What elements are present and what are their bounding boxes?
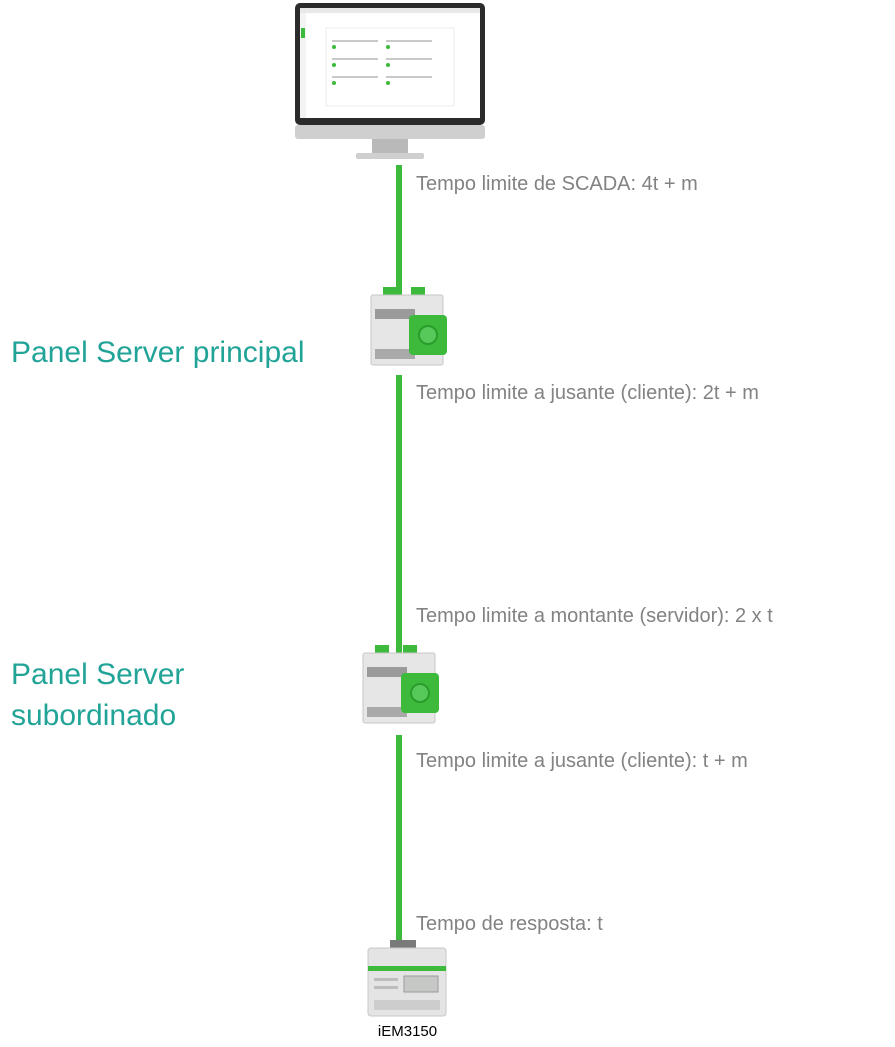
scada-monitor-icon [295,3,485,159]
scada-link-line [396,165,402,295]
secondary-panel-server-label-line2: subordinado [11,699,177,732]
primary-downstream-timeout-label: Tempo limite a jusante (cliente): 2t + m [416,382,759,404]
secondary-panel-server-label-line1: Panel Server [11,658,185,691]
primary-panel-server-label: Panel Server principal [11,336,305,369]
secondary-downstream-link-line [396,735,402,950]
secondary-downstream-timeout-label: Tempo limite a jusante (cliente): t + m [416,750,748,772]
energy-meter-icon [367,940,447,1017]
primary-downstream-link-line [396,375,402,665]
meter-name-label: iEM3150 [377,1023,438,1040]
secondary-panel-server-icon [362,645,439,724]
scada-timeout-label: Tempo limite de SCADA: 4t + m [416,173,698,195]
response-time-label: Tempo de resposta: t [416,913,603,935]
secondary-panel-server-label: Panel Server subordinado [11,654,184,736]
secondary-upstream-timeout-label: Tempo limite a montante (servidor): 2 x … [416,605,773,627]
primary-panel-server-icon [370,287,447,366]
